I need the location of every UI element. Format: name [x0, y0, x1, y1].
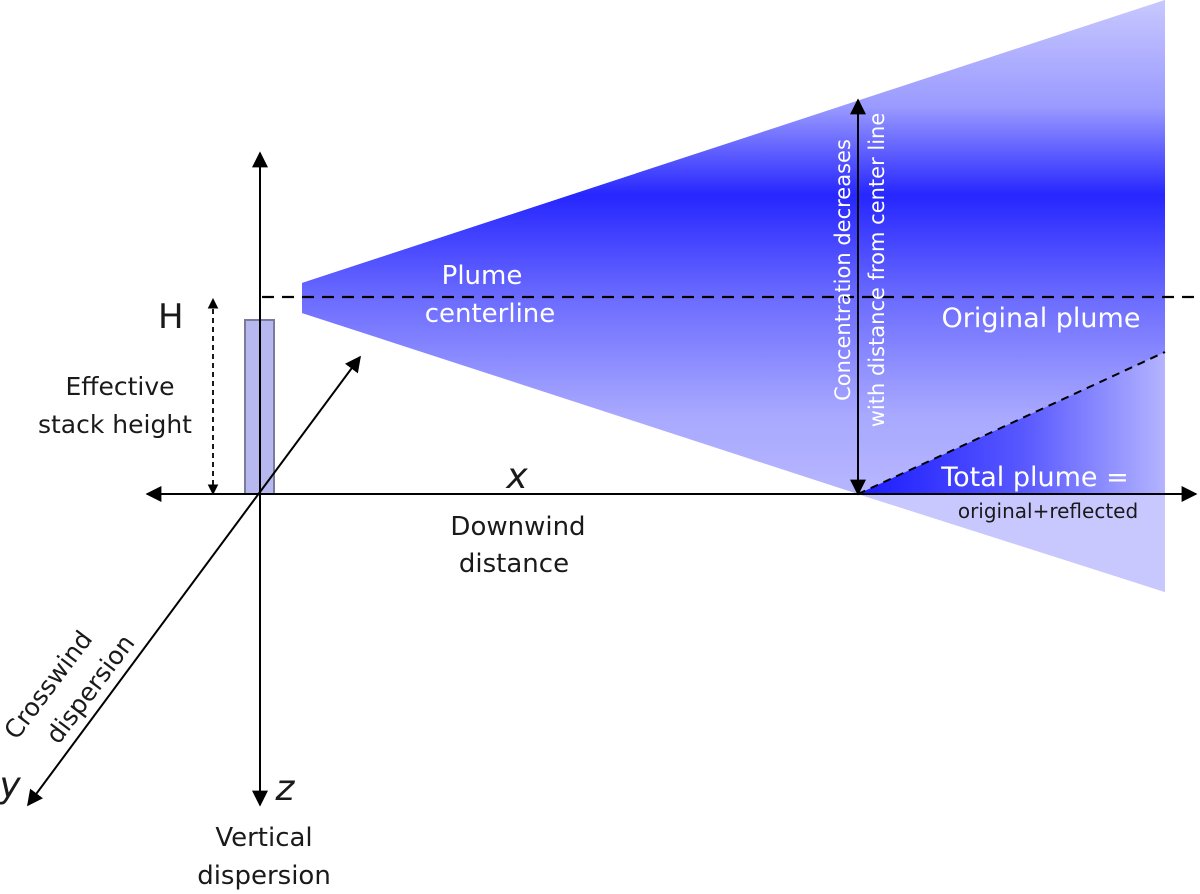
effective-height-label-2: stack height: [38, 410, 192, 439]
original-plume-label: Original plume: [942, 303, 1141, 334]
reflection-upper-boundary: [857, 351, 1166, 495]
plume-centerline-label-1: Plume: [442, 261, 523, 291]
downwind-label-2: distance: [459, 549, 569, 579]
total-plume-sub-label: original+reflected: [958, 499, 1138, 523]
concentration-label: Concentration decreases with distance fr…: [831, 113, 889, 428]
vertical-dispersion-label-1: Vertical: [215, 823, 312, 853]
plume-lower-region: [858, 494, 1165, 592]
effective-height-label-1: Effective: [65, 372, 174, 401]
concentration-label-2: with distance from center line: [865, 113, 889, 428]
plume-centerline-label-2: centerline: [425, 299, 556, 329]
vertical-dispersion-label-2: dispersion: [197, 861, 331, 891]
crosswind-axis: [27, 355, 361, 807]
downwind-label-1: Downwind: [450, 512, 585, 542]
y-axis-label: y: [0, 765, 21, 806]
crosswind-label: Crosswind dispersion: [0, 625, 140, 749]
total-plume-label: Total plume =: [940, 462, 1129, 493]
x-axis-label: x: [505, 456, 528, 497]
z-axis-label: z: [275, 768, 296, 809]
concentration-label-1: Concentration decreases: [831, 139, 855, 401]
h-label: H: [158, 297, 184, 337]
